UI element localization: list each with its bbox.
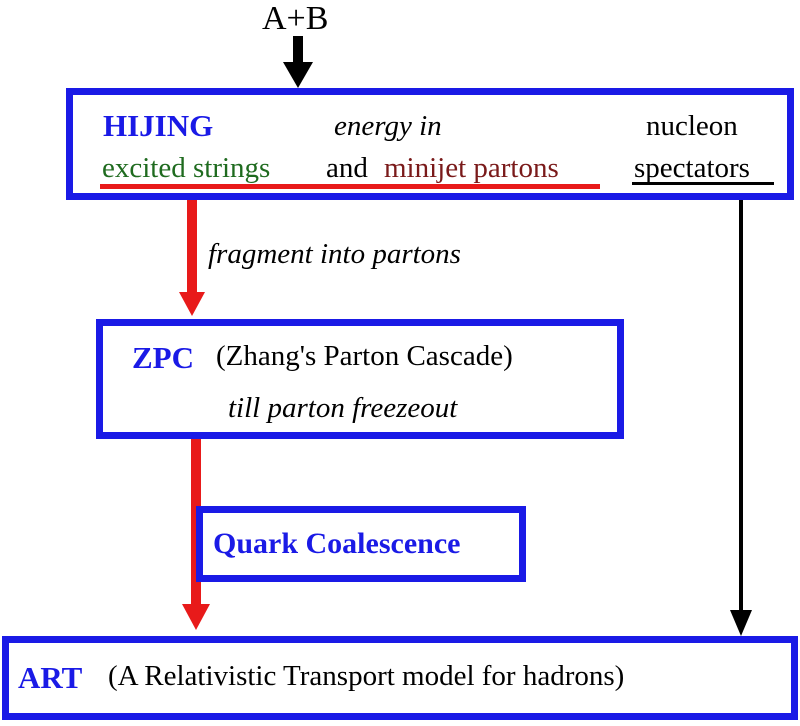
hijing-box [66,88,794,200]
art-title: ART [18,660,83,695]
hijing-spectators: spectators [634,152,750,184]
zpc-full-name: (Zhang's Parton Cascade) [216,340,513,372]
input-arrow [283,36,313,88]
zpc-box [96,319,624,439]
input-label: A+B [262,0,329,37]
hijing-title: HIJING [103,108,214,143]
fragment-arrow [179,196,205,316]
strings-partons-underline [100,184,600,189]
spectator-arrow [730,196,752,636]
zpc-note: till parton freezeout [228,392,458,424]
zpc-title: ZPC [132,340,194,375]
art-full-name: (A Relativistic Transport model for hadr… [108,660,625,692]
hijing-excited-strings: excited strings [102,152,271,184]
hijing-minijet-partons: minijet partons [384,152,559,184]
hijing-nucleon: nucleon [646,110,738,142]
spectators-underline [632,182,774,185]
hijing-and: and [326,152,368,184]
fragment-label: fragment into partons [208,238,461,270]
coalescence-title: Quark Coalescence [213,527,461,560]
hijing-energy-in: energy in [334,110,442,142]
art-box [2,636,798,720]
coalescence-box [196,506,526,582]
